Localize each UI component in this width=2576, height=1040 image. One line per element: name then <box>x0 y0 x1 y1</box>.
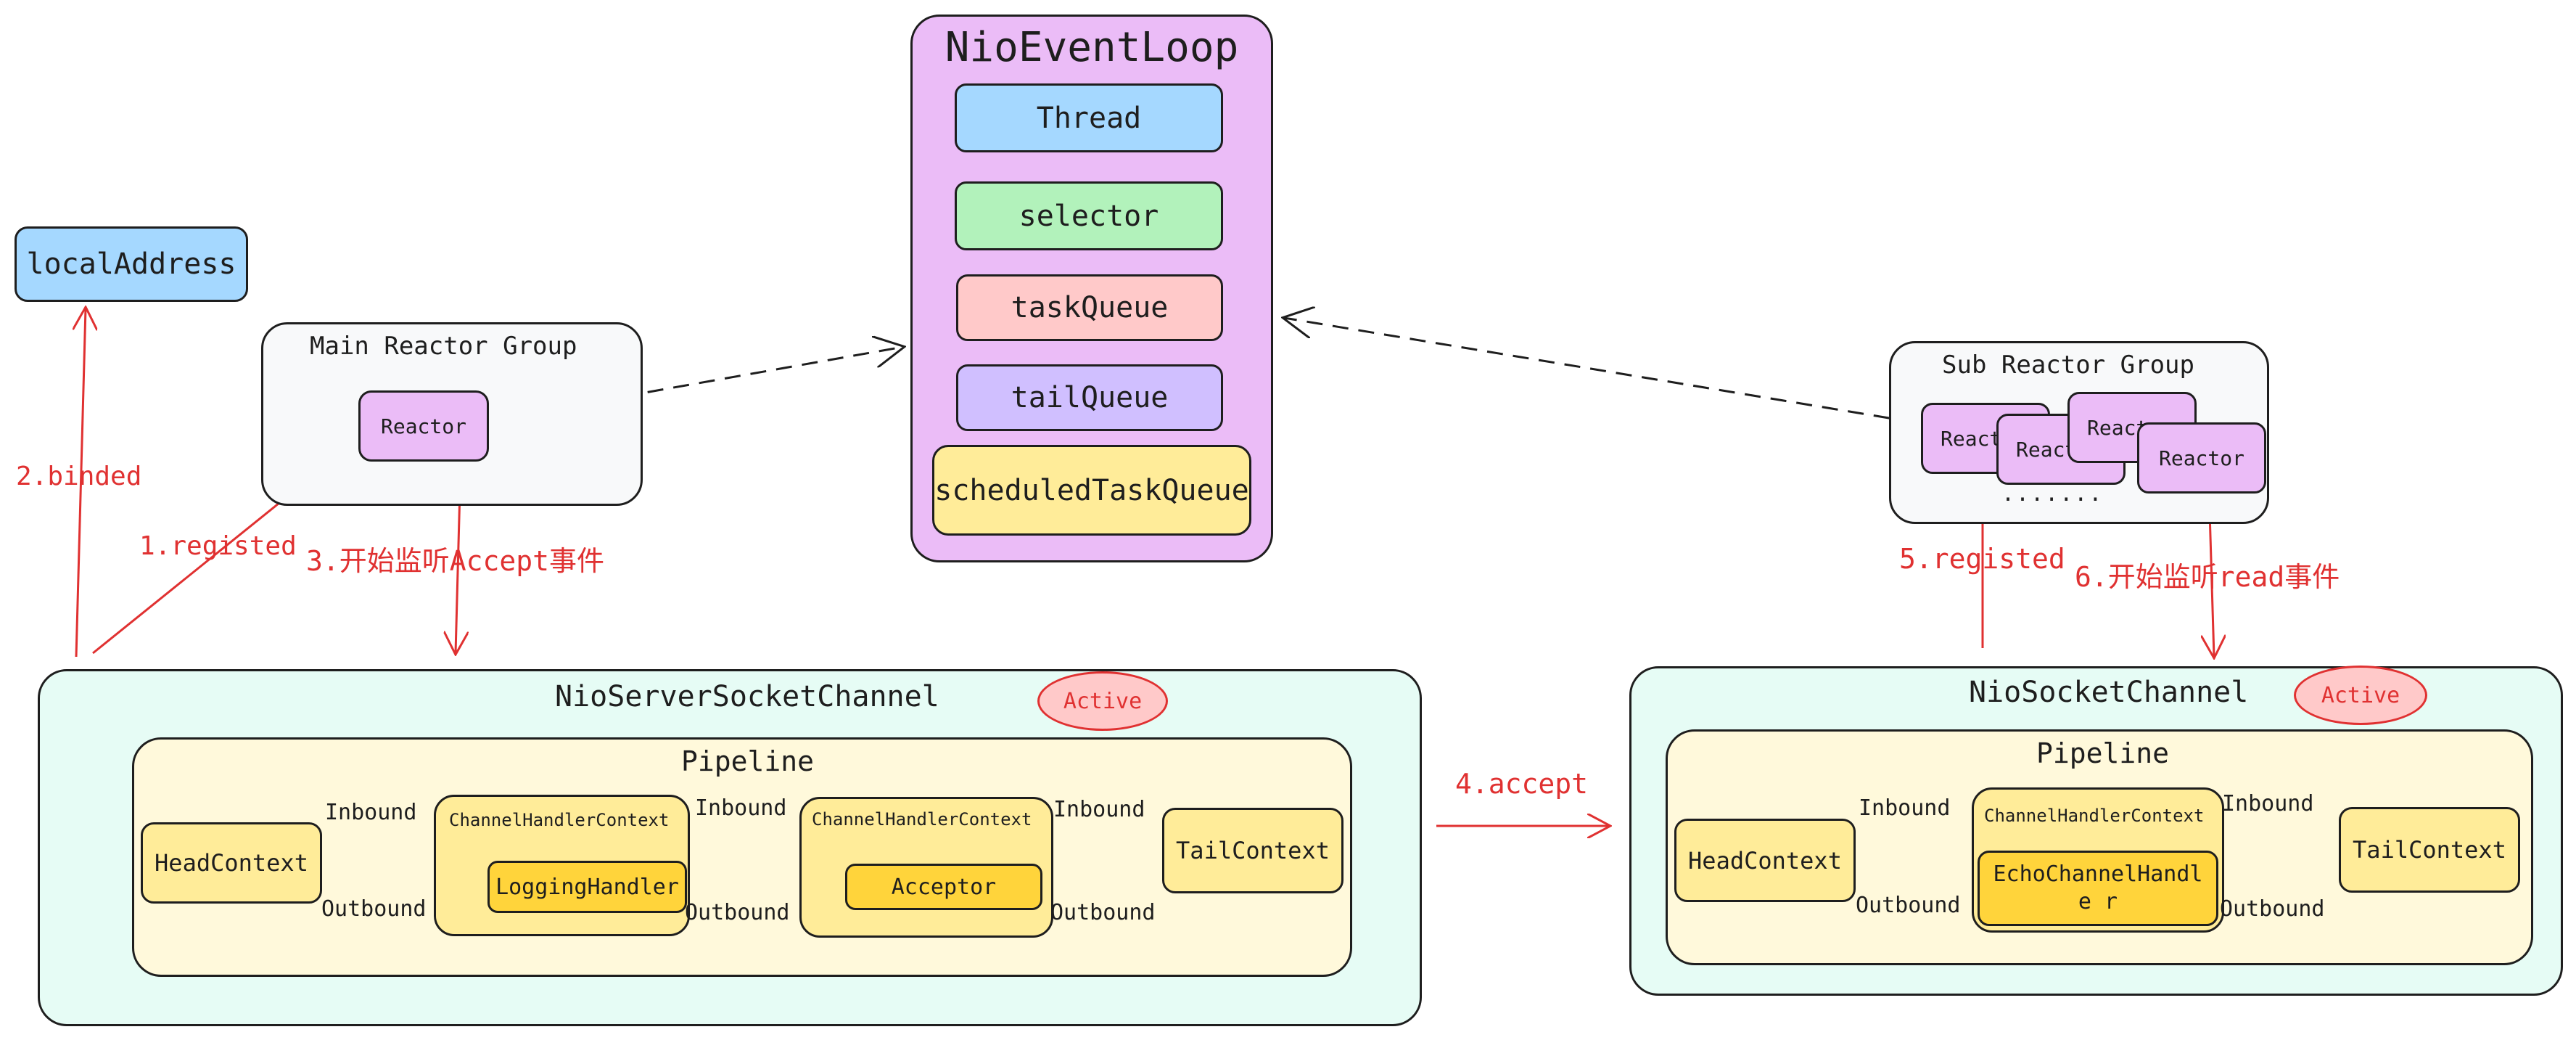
socket-inbound-label-1: Inbound <box>1859 795 1951 821</box>
server-tail-context-label: TailContext <box>1176 837 1330 864</box>
sub-reactor-to-eventloop-arrow <box>1284 318 1916 424</box>
server-context-1-label: ChannelHandlerContext <box>449 810 670 830</box>
sub-reactor-4: Reactor <box>2137 422 2266 494</box>
step-3-label: 3.开始监听Accept事件 <box>306 545 605 577</box>
sub-reactor-ellipsis: ....... <box>2001 481 2104 507</box>
main-reactor-label: Reactor <box>380 414 466 438</box>
server-outbound-label-1: Outbound <box>321 896 427 922</box>
main-reactor-to-eventloop-arrow <box>493 347 903 421</box>
socket-channel-status-label: Active <box>2321 682 2400 708</box>
socket-echo-handler: EchoChannelHandle r <box>1978 851 2218 926</box>
socket-channel-title: NioSocketChannel <box>1969 676 2249 709</box>
server-channel-title: NioServerSocketChannel <box>555 680 939 713</box>
socket-channel-status-badge: Active <box>2294 666 2427 725</box>
main-reactor: Reactor <box>358 390 489 462</box>
server-acceptor-handler: Acceptor <box>845 864 1042 910</box>
selector-label: selector <box>1019 199 1159 233</box>
step-6-label: 6.开始监听read事件 <box>2075 561 2340 593</box>
server-tail-context: TailContext <box>1162 808 1343 893</box>
server-inbound-label-3: Inbound <box>1053 797 1145 822</box>
socket-outbound-label-2: Outbound <box>2220 896 2325 922</box>
server-acceptor-handler-label: Acceptor <box>891 874 997 900</box>
socket-tail-context-label: TailContext <box>2353 836 2506 864</box>
scheduled-task-queue-box: scheduledTaskQueue <box>932 445 1251 536</box>
local-address-label: localAddress <box>26 247 236 281</box>
server-pipeline-box: Pipeline <box>132 737 1352 977</box>
socket-context-1-label: ChannelHandlerContext <box>1984 806 2205 826</box>
server-outbound-label-3: Outbound <box>1050 900 1156 925</box>
tail-queue-label: tailQueue <box>1011 381 1169 414</box>
socket-head-context-label: HeadContext <box>1688 846 1842 875</box>
event-loop-title: NioEventLoop <box>945 24 1239 71</box>
selector-box: selector <box>955 181 1223 250</box>
server-logging-handler-label: LoggingHandler <box>495 874 679 900</box>
socket-outbound-label-1: Outbound <box>1856 893 1961 918</box>
socket-pipeline-title: Pipeline <box>2036 737 2170 769</box>
scheduled-task-queue-label: scheduledTaskQueue <box>934 473 1249 507</box>
step-1-label: 1.registed <box>139 531 297 561</box>
server-channel-status-badge: Active <box>1037 671 1168 731</box>
sub-reactor-group-title: Sub Reactor Group <box>1942 351 2194 380</box>
server-logging-handler: LoggingHandler <box>487 861 687 913</box>
server-inbound-label-1: Inbound <box>325 800 417 825</box>
step-2-label: 2.binded <box>16 462 142 491</box>
server-inbound-label-2: Inbound <box>695 795 787 821</box>
sub-reactor-4-label: Reactor <box>2158 446 2244 470</box>
thread-box: Thread <box>955 83 1223 152</box>
server-outbound-label-2: Outbound <box>685 900 790 925</box>
step-5-label: 5.registed <box>1899 543 2065 575</box>
socket-tail-context: TailContext <box>2339 807 2520 893</box>
tail-queue-box: tailQueue <box>956 364 1223 431</box>
server-channel-status-label: Active <box>1063 688 1143 714</box>
binded-arrow <box>76 308 86 658</box>
server-head-context-label: HeadContext <box>155 849 308 877</box>
server-pipeline-title: Pipeline <box>681 745 815 777</box>
socket-echo-handler-label: EchoChannelHandle r <box>1993 861 2203 914</box>
step-4-label: 4.accept <box>1455 768 1589 800</box>
socket-head-context: HeadContext <box>1674 819 1856 902</box>
main-reactor-group-title: Main Reactor Group <box>310 332 577 361</box>
socket-inbound-label-2: Inbound <box>2222 791 2314 816</box>
local-address-box: localAddress <box>15 226 248 302</box>
task-queue-box: taskQueue <box>956 274 1223 341</box>
server-head-context: HeadContext <box>141 822 322 904</box>
thread-label: Thread <box>1036 101 1142 135</box>
server-context-2-label: ChannelHandlerContext <box>812 809 1032 830</box>
task-queue-label: taskQueue <box>1011 291 1169 324</box>
